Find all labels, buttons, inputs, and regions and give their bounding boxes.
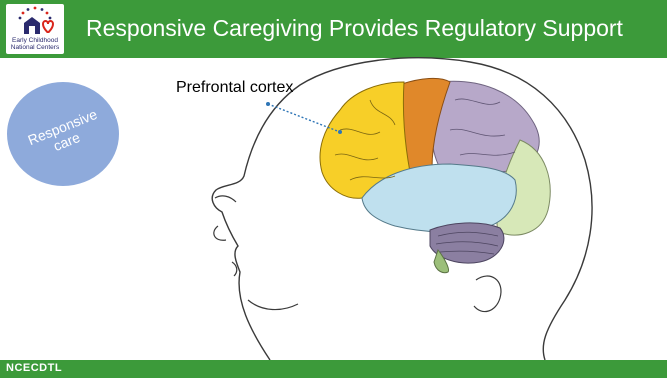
slide-title: Responsive Caregiving Provides Regulator… (86, 15, 623, 41)
prefrontal-cortex-label: Prefrontal cortex (176, 79, 294, 96)
footer-brand: NCECDTL (6, 362, 63, 374)
ear-path (473, 275, 502, 313)
cerebellum-folds (435, 231, 499, 255)
logo-text: Early Childhood National Centers (6, 37, 64, 51)
head-outline-path (211, 57, 593, 361)
temporal-lobe (361, 163, 517, 233)
mouth-path (231, 261, 238, 277)
nose-path (213, 225, 227, 241)
brainstem (433, 248, 449, 274)
pointer-dot-end (338, 130, 342, 134)
logo-text-line2: National Centers (10, 44, 60, 51)
logo-text-line1: Early Childhood (12, 37, 58, 44)
pointer-dot-start (266, 102, 270, 106)
responsive-care-circle: Responsive care (7, 82, 119, 186)
logo: Early Childhood National Centers (6, 4, 64, 54)
header-bar: Early Childhood National Centers Respons… (0, 0, 667, 58)
chin-line-path (247, 299, 299, 311)
prefrontal-pointer-line (267, 103, 341, 133)
footer-bar: NCECDTL (0, 360, 667, 378)
prefrontal-folds (334, 99, 396, 181)
logo-emblem-icon (18, 6, 55, 34)
eye-path (214, 195, 237, 203)
parietal-folds (449, 98, 516, 156)
